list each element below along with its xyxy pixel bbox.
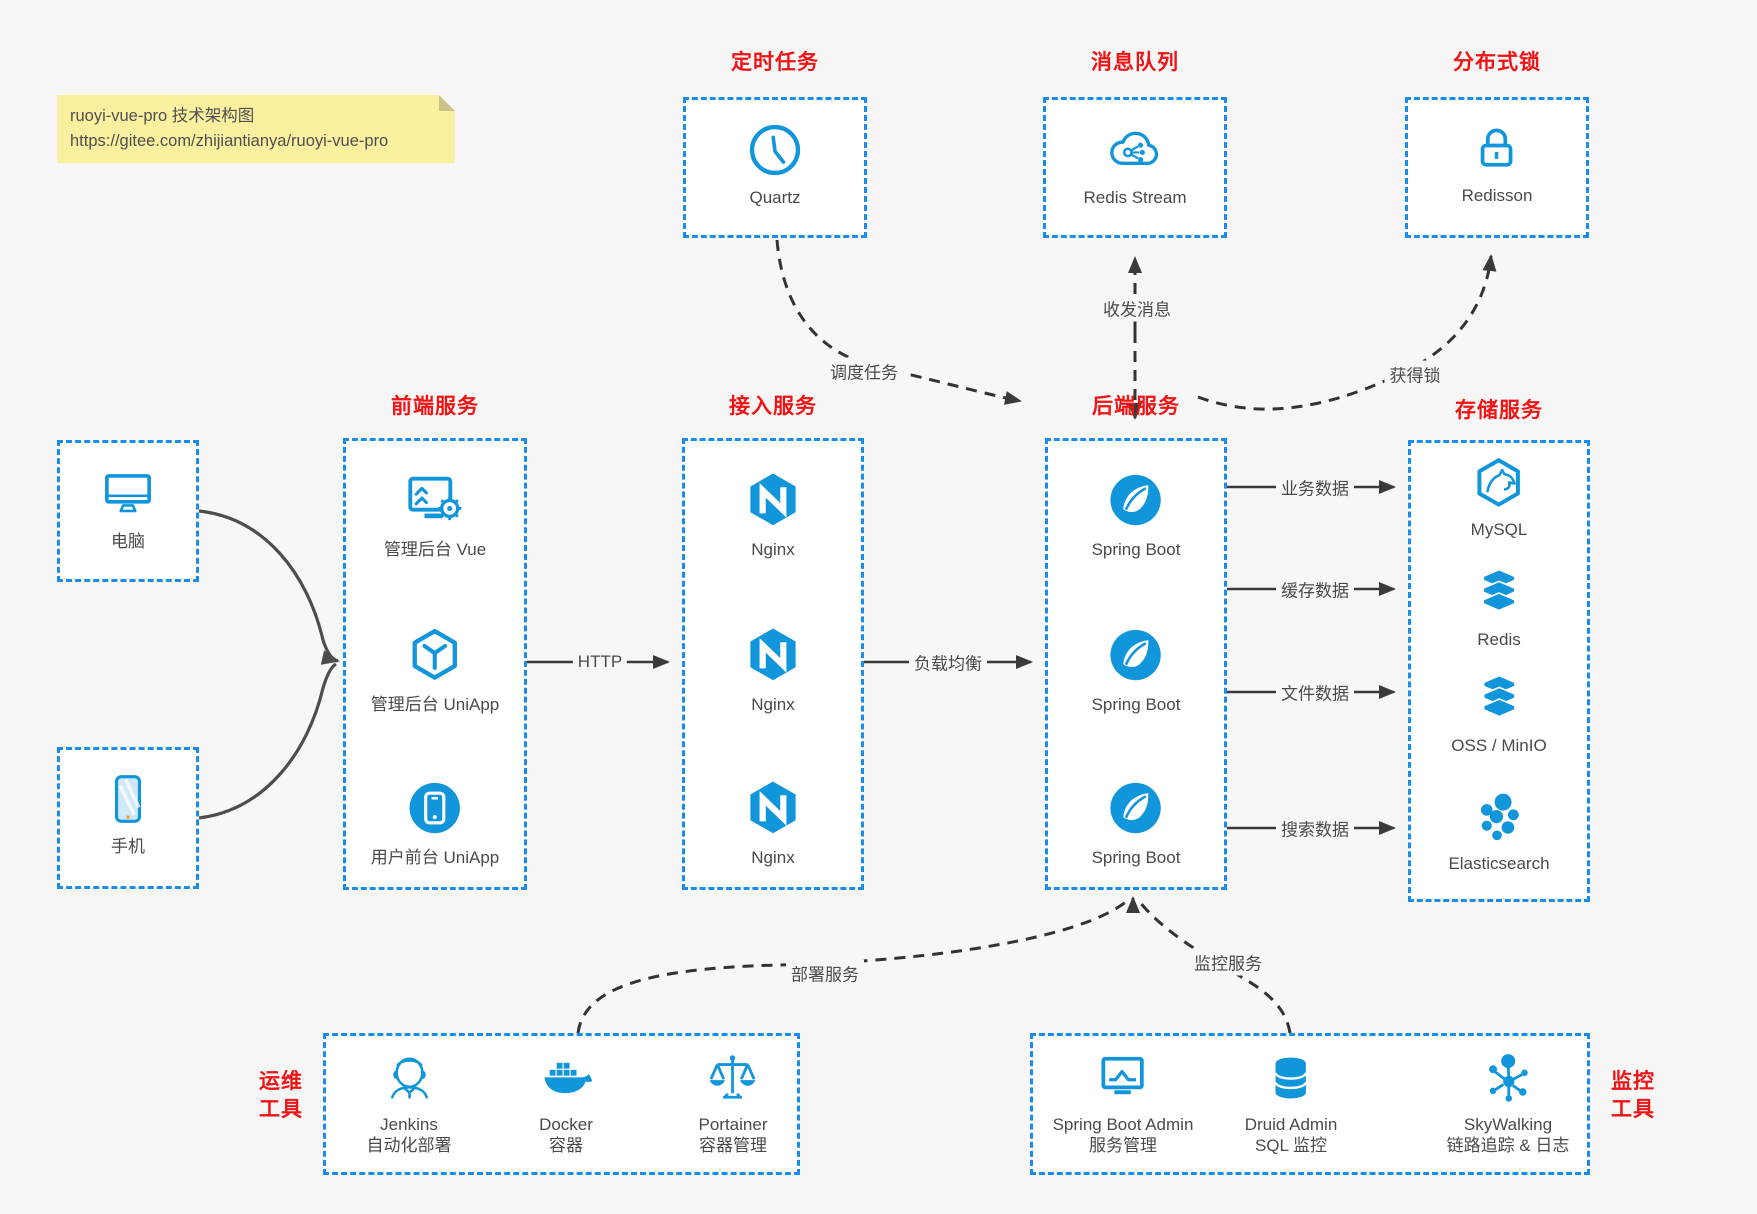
redisson-label: Redisson bbox=[1461, 186, 1533, 205]
skywalking-label: SkyWalking bbox=[1463, 1115, 1553, 1134]
nginx-label: Nginx bbox=[751, 540, 795, 559]
edge-label-http: HTTP bbox=[572, 651, 628, 673]
spring-boot-icon bbox=[1105, 469, 1167, 531]
skywalking-icon bbox=[1480, 1050, 1536, 1106]
mysql-label: MySQL bbox=[1470, 520, 1528, 539]
edge-label-messaging: 收发消息 bbox=[1098, 294, 1176, 322]
title-message-queue: 消息队列 bbox=[1091, 51, 1179, 74]
lock-icon bbox=[1469, 121, 1525, 177]
portainer-sublabel: 容器管理 bbox=[698, 1136, 767, 1155]
oss-minio-label: OSS / MinIO bbox=[1451, 736, 1547, 755]
elasticsearch-label: Elasticsearch bbox=[1448, 854, 1550, 873]
redisson-box: Redisson bbox=[1405, 97, 1589, 238]
edge-label-cache-data: 缓存数据 bbox=[1276, 575, 1354, 603]
nginx-icon bbox=[742, 777, 804, 839]
title-monitor-tools: 监控 工具 bbox=[1611, 1070, 1655, 1121]
spring-boot-label: Spring Boot bbox=[1091, 540, 1181, 559]
admin-uniapp-label: 管理后台 UniApp bbox=[370, 695, 500, 714]
title-distributed-lock: 分布式锁 bbox=[1453, 51, 1541, 74]
jenkins-sublabel: 自动化部署 bbox=[366, 1136, 452, 1155]
sticky-note: ruoyi-vue-pro 技术架构图 https://gitee.com/zh… bbox=[57, 95, 455, 163]
edge-computer-to-frontend bbox=[198, 509, 340, 665]
title-storage-services: 存储服务 bbox=[1455, 399, 1543, 422]
smartphone-icon bbox=[99, 770, 157, 828]
spring-boot-admin-label: Spring Boot Admin bbox=[1052, 1115, 1194, 1134]
title-backend-services: 后端服务 bbox=[1092, 395, 1180, 418]
edge-label-monitor: 监控服务 bbox=[1189, 948, 1267, 976]
edge-label-acquire-lock: 获得锁 bbox=[1384, 360, 1446, 388]
edge-label-search-data: 搜索数据 bbox=[1276, 814, 1354, 842]
druid-icon bbox=[1263, 1050, 1319, 1106]
phone-box: 手机 bbox=[57, 747, 199, 889]
portainer-label: Portainer bbox=[698, 1115, 768, 1134]
spring-boot-label: Spring Boot bbox=[1091, 848, 1181, 867]
spring-boot-icon bbox=[1105, 777, 1167, 839]
phone-label: 手机 bbox=[111, 837, 145, 856]
backend-services-box: Spring Boot Spring Boot Spring Boot bbox=[1045, 438, 1227, 890]
computer-box: 电脑 bbox=[57, 440, 199, 582]
spring-boot-label: Spring Boot bbox=[1091, 695, 1181, 714]
elasticsearch-icon bbox=[1470, 787, 1528, 845]
nginx-label: Nginx bbox=[751, 695, 795, 714]
quartz-box: Quartz bbox=[683, 97, 867, 238]
storage-services-box: MySQL Redis OSS / MinIO Elasticsearch bbox=[1408, 440, 1590, 902]
nginx-icon bbox=[742, 624, 804, 686]
computer-label: 电脑 bbox=[111, 532, 145, 551]
docker-label: Docker bbox=[539, 1115, 593, 1134]
edge-phone-to-frontend bbox=[198, 662, 337, 820]
admin-vue-label: 管理后台 Vue bbox=[383, 540, 487, 559]
admin-vue-icon bbox=[404, 469, 466, 531]
note-url: https://gitee.com/zhijiantianya/ruoyi-vu… bbox=[70, 132, 389, 150]
edge-label-schedule: 调度任务 bbox=[825, 357, 903, 385]
spring-boot-admin-icon bbox=[1095, 1050, 1151, 1106]
druid-label: Druid Admin bbox=[1244, 1115, 1338, 1134]
spring-boot-icon bbox=[1105, 624, 1167, 686]
druid-sublabel: SQL 监控 bbox=[1254, 1136, 1328, 1155]
computer-icon bbox=[99, 465, 157, 523]
devops-tools-box: Jenkins 自动化部署 Docker 容器 Portainer 容器管理 bbox=[323, 1033, 800, 1175]
clock-icon bbox=[746, 121, 804, 179]
title-frontend-services: 前端服务 bbox=[391, 395, 479, 418]
uniapp-user-icon bbox=[404, 777, 466, 839]
quartz-label: Quartz bbox=[749, 188, 801, 207]
cloud-share-icon bbox=[1106, 121, 1164, 179]
edge-label-business-data: 业务数据 bbox=[1276, 473, 1354, 501]
redis-stream-box: Redis Stream bbox=[1043, 97, 1227, 238]
gateway-services-box: Nginx Nginx Nginx bbox=[682, 438, 864, 890]
edge-acquire-lock bbox=[1197, 254, 1497, 411]
frontend-services-box: 管理后台 Vue 管理后台 UniApp 用户前台 UniApp bbox=[343, 438, 527, 890]
edge-label-file-data: 文件数据 bbox=[1276, 678, 1354, 706]
redis-stream-label: Redis Stream bbox=[1083, 188, 1187, 207]
title-scheduled-tasks: 定时任务 bbox=[731, 51, 819, 74]
skywalking-sublabel: 链路追踪 & 日志 bbox=[1446, 1136, 1570, 1155]
portainer-icon bbox=[705, 1050, 761, 1106]
title-devops-tools: 运维 工具 bbox=[259, 1070, 303, 1121]
redis-icon bbox=[1471, 565, 1527, 621]
docker-sublabel: 容器 bbox=[548, 1136, 583, 1155]
jenkins-label: Jenkins bbox=[380, 1115, 438, 1134]
edge-label-load-balance: 负载均衡 bbox=[909, 648, 987, 676]
storage-stack-icon bbox=[1471, 671, 1527, 727]
mysql-icon bbox=[1471, 455, 1527, 511]
note-title: ruoyi-vue-pro 技术架构图 bbox=[70, 107, 255, 125]
uniapp-cube-icon bbox=[404, 624, 466, 686]
redis-label: Redis bbox=[1477, 630, 1521, 649]
docker-icon bbox=[538, 1050, 594, 1106]
edge-label-deploy: 部署服务 bbox=[786, 959, 864, 987]
nginx-label: Nginx bbox=[751, 848, 795, 867]
title-gateway-services: 接入服务 bbox=[729, 395, 817, 418]
nginx-icon bbox=[742, 469, 804, 531]
jenkins-icon bbox=[381, 1050, 437, 1106]
monitor-tools-box: Spring Boot Admin 服务管理 Druid Admin SQL 监… bbox=[1030, 1033, 1590, 1175]
spring-boot-admin-sublabel: 服务管理 bbox=[1089, 1136, 1157, 1155]
user-uniapp-label: 用户前台 UniApp bbox=[370, 848, 500, 867]
